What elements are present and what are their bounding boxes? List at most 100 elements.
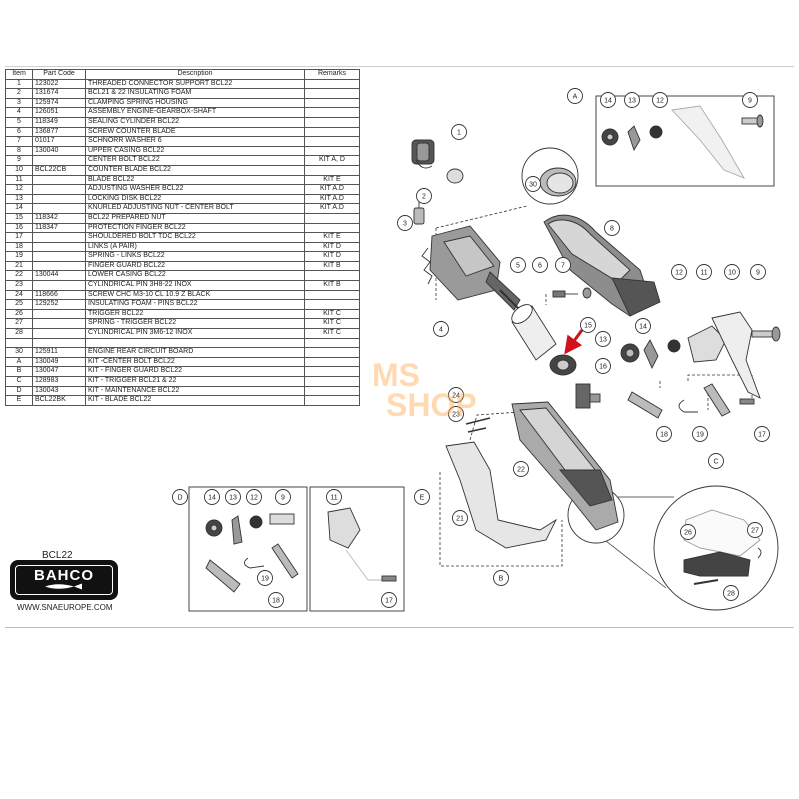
callout-circle [600,92,616,108]
callout-circle [326,489,342,505]
part-6-screw [552,290,578,298]
callout-main-label: 2 [422,194,426,201]
callout-circle [742,92,758,108]
callout-circle [433,321,449,337]
callout-circle [532,257,548,273]
part-18-link-left [627,391,663,419]
part-9-center-bolt [751,326,781,342]
callout-circle [493,570,509,586]
bahco-logo: BAHCO [12,562,116,598]
callout-circle [172,489,188,505]
callout-circle [555,257,571,273]
callout-kit_c-label: 28 [727,591,735,598]
callout-circle [595,331,611,347]
part-16-protection-finger [575,383,601,409]
callout-main-label: 15 [584,323,592,330]
callout-main-label: 9 [756,270,760,277]
callout-main-label: 30 [529,182,537,189]
callout-main-label: 14 [639,324,647,331]
callout-main-label: 24 [452,393,460,400]
callout-kit_c-label: 27 [751,528,759,535]
callout-kit_d-label: 18 [272,598,280,605]
callout-main-label: 6 [538,263,542,270]
highlight-arrow [564,329,584,355]
callout-circle [268,592,284,608]
part-30-detail-circle [521,147,579,205]
callout-main-label: 19 [696,432,704,439]
callout-kit_a-label: 12 [656,98,664,105]
callout-kit_d-label: 12 [250,495,258,502]
callout-main-label: 21 [456,516,464,523]
callout-main-label: 3 [403,221,407,228]
callout-circle [708,453,724,469]
part-22-lower-casing [511,401,619,531]
callout-kit_a-label: 14 [604,98,612,105]
callout-circle [747,522,763,538]
callout-main-label: 23 [452,412,460,419]
callout-circle [525,176,541,192]
callout-circle [652,92,668,108]
kit-c-detail-circle [653,485,779,611]
callout-kit_b-label: B [499,576,504,583]
callout-circle [680,524,696,540]
part-24-screw [467,427,487,433]
callout-circle [656,426,672,442]
callout-circle [567,88,583,104]
watermark-line2: SHOP [386,387,477,423]
callout-main-label: 18 [660,432,668,439]
part-23-cylindrical-pin [465,417,491,425]
callout-circle [451,124,467,140]
callout-circle [671,264,687,280]
callout-kit_a-label: A [573,94,578,101]
callout-circle [448,406,464,422]
part-7-washer [582,287,592,299]
callout-main-label: 13 [599,337,607,344]
kit-e-box [309,486,405,612]
callout-kit_e-label: E [420,495,425,502]
part-13-locking-disk [643,339,659,370]
callout-circle [595,358,611,374]
callout-circle [257,570,273,586]
callout-kit_c-label: 26 [684,530,692,537]
fish-icon [45,583,82,590]
callout-main-label: 12 [675,270,683,277]
callout-main-label: 16 [599,364,607,371]
callout-circle [513,461,529,477]
callout-circle [225,489,241,505]
callout-circle [724,264,740,280]
callout-circle [604,220,620,236]
callout-circle [448,387,464,403]
part-1-threaded-connector [411,139,435,169]
model-label: BCL22 [42,550,73,561]
callout-circle [696,264,712,280]
callout-kit_a-label: 13 [628,98,636,105]
watermark: MS SHOP [372,357,477,423]
part-5-sealing-cylinder [511,304,557,361]
part-19-spring [678,399,698,413]
callout-circle [416,188,432,204]
callout-circle [580,317,596,333]
callout-circle [510,257,526,273]
callout-main-label: 1 [457,130,461,137]
callout-kit_d-label: 19 [261,576,269,583]
callout-circle [692,426,708,442]
watermark-line1: MS [372,357,420,393]
callout-main-label: 5 [516,263,520,270]
callout-kit_d-label: 13 [229,495,237,502]
callout-circle [204,489,220,505]
callout-kit_e-label: 17 [385,598,393,605]
kit-d-box [188,486,308,612]
callout-main-label: 7 [561,263,565,270]
callout-circle [624,92,640,108]
part-4-engine-gearbox [421,225,525,315]
callout-kit_e-label: 11 [330,495,337,502]
part-21-finger-guard [445,441,558,549]
callout-circle [275,489,291,505]
callout-main-label: 11 [700,270,707,277]
logo-text: BAHCO [34,567,94,584]
callout-main-label: 10 [728,270,736,277]
part-18-link-right [703,383,731,417]
